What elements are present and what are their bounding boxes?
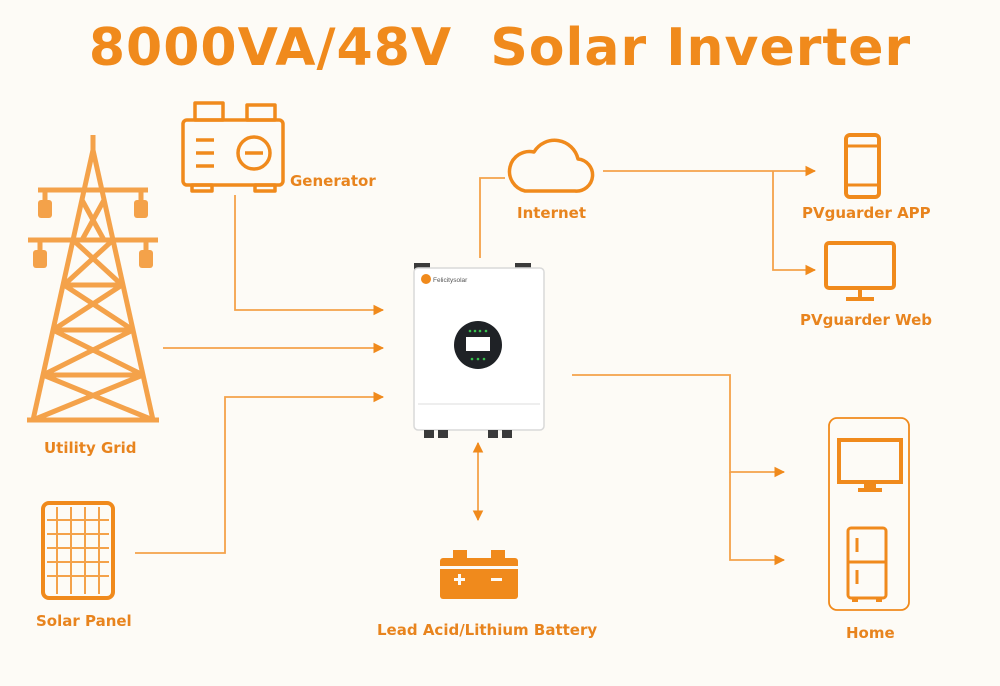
- cloud-icon: [507, 138, 595, 193]
- internet-label: Internet: [517, 204, 587, 222]
- smartphone-icon: [844, 133, 881, 199]
- battery-icon: [440, 550, 518, 599]
- battery-label: Lead Acid/Lithium Battery: [377, 621, 598, 639]
- tower-insulators: [33, 200, 153, 268]
- generator-label: Generator: [290, 172, 376, 190]
- generator-connector: [234, 195, 385, 316]
- solar-panel-icon: [41, 501, 115, 600]
- web-label: PVguarder Web: [800, 311, 932, 329]
- solar-connector: [135, 391, 385, 554]
- inverter-unit: Felicitysolar: [413, 263, 545, 438]
- app-label: PVguarder APP: [802, 204, 931, 222]
- home-connector-fridge: [729, 472, 786, 566]
- page-title: 8000VA/48V Solar Inverter: [88, 18, 912, 78]
- home-connector-tv: [572, 374, 786, 478]
- power-tower-icon: [27, 135, 159, 423]
- monitor-icon: [824, 241, 896, 301]
- home-appliances-icon: [828, 417, 910, 611]
- web-connector: [772, 171, 817, 276]
- utility-grid-label: Utility Grid: [44, 439, 137, 457]
- internet-connector: [479, 177, 505, 258]
- solar-panel-label: Solar Panel: [36, 612, 132, 630]
- inverter-brand: Felicitysolar: [433, 277, 468, 284]
- connection-lines: [135, 165, 817, 566]
- home-label: Home: [846, 624, 895, 642]
- generator-icon: [181, 101, 285, 193]
